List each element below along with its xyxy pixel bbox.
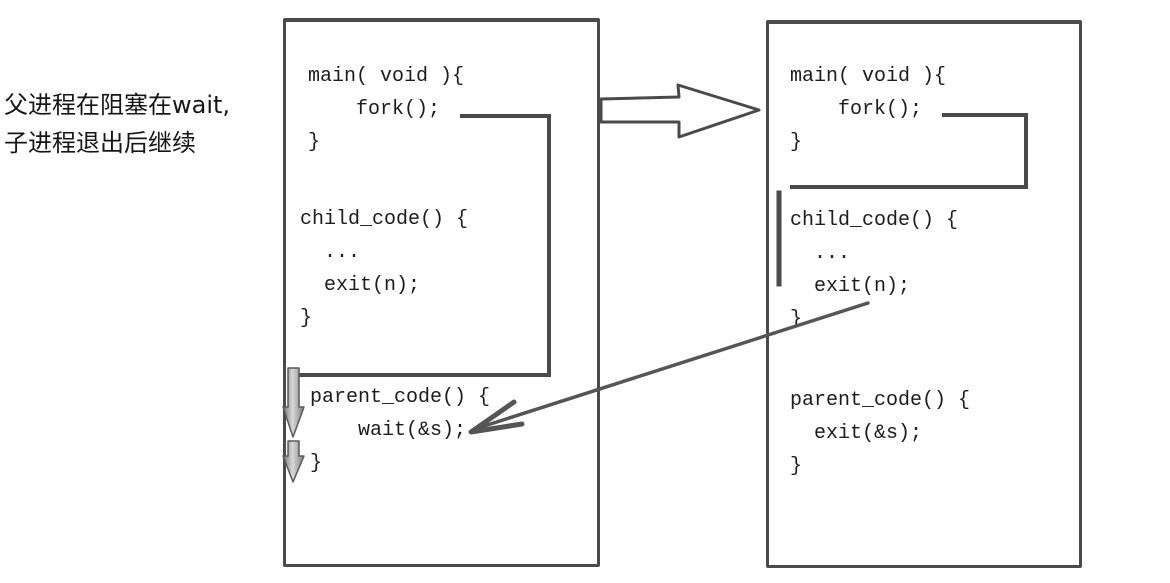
code-line: } (790, 455, 803, 478)
left-child-block: child_code() { ... exit(n); } (300, 203, 468, 335)
code-line: main( void ){ (308, 65, 465, 88)
code-line: } (300, 307, 313, 330)
code-line: } (310, 452, 323, 475)
annotation-line-2: 子进程退出后继续 (4, 129, 196, 157)
process-flow-right-arrow-icon (599, 83, 761, 139)
code-line: fork(); (790, 98, 923, 121)
left-parent-block: parent_code() { wait(&s); } (310, 381, 490, 480)
annotation-line-1: 父进程在阻塞在wait, (4, 91, 231, 119)
code-line: ... (300, 241, 361, 264)
code-line: parent_code() { (790, 389, 971, 412)
annotation: 父进程在阻塞在wait, 子进程退出后继续 (4, 86, 230, 162)
code-line: fork(); (308, 98, 441, 121)
right-child-block: child_code() { ... exit(n); } (790, 204, 958, 336)
code-line: } (308, 131, 321, 154)
code-line: exit(n); (790, 275, 911, 298)
code-line: exit(&s); (790, 422, 923, 445)
code-line: } (790, 131, 803, 154)
code-line: exit(n); (300, 274, 421, 297)
code-line: } (790, 308, 803, 331)
code-line: parent_code() { (310, 386, 491, 409)
code-line: wait(&s); (310, 419, 467, 442)
child-process-box (766, 20, 1082, 568)
code-line: main( void ){ (790, 65, 947, 88)
code-line: child_code() { (790, 209, 959, 232)
code-line: ... (790, 242, 851, 265)
left-main-block: main( void ){ fork(); } (308, 60, 464, 159)
code-line: child_code() { (300, 208, 469, 231)
right-parent-block: parent_code() { exit(&s); } (790, 384, 970, 483)
right-main-block: main( void ){ fork(); } (790, 60, 946, 159)
